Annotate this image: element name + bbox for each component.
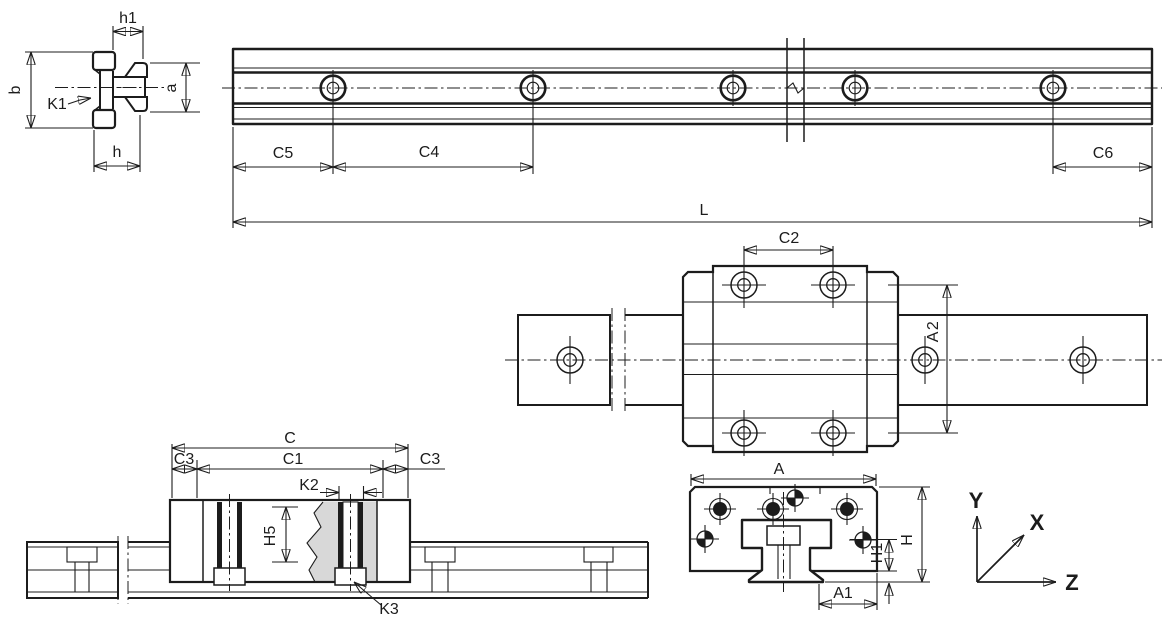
carriage-body-side <box>168 498 412 584</box>
dim-label-a1: A1 <box>833 585 853 602</box>
dim-label-c6: C6 <box>1093 145 1114 162</box>
coordinate-axes: Y X Z <box>969 488 1079 595</box>
rail-foot-bottom <box>91 108 117 130</box>
mount-hole <box>757 493 789 525</box>
carriage-side-view: C C1 C3 C3 K2 H5 K3 <box>26 430 649 618</box>
target-hole <box>691 525 719 553</box>
dim-label-k3: K3 <box>379 601 399 618</box>
dim-label-c3-left: C3 <box>174 451 195 468</box>
axis-label-z: Z <box>1065 570 1078 595</box>
carriage-body <box>681 264 900 454</box>
rail-profile-cutout <box>740 518 833 584</box>
dim-label-c: C <box>284 430 296 447</box>
axis-label-x: X <box>1030 510 1045 535</box>
rail-right-segment <box>897 314 1148 406</box>
rail-cross-section-view: h1 b a h K1 <box>7 10 200 172</box>
dim-label-h1: h1 <box>119 10 137 27</box>
dim-label-a: a <box>163 83 180 92</box>
dim-label-k2: K2 <box>299 477 319 494</box>
dim-label-a2: A2 <box>925 320 942 343</box>
dim-label-l: L <box>700 202 709 219</box>
dim-label-h1-height: H1 <box>869 543 886 564</box>
carriage-end-view: A H H1 A1 <box>688 461 930 610</box>
axis-label-y: Y <box>969 488 984 513</box>
dim-label-a-width: A <box>774 461 785 478</box>
dim-label-b: b <box>7 85 24 94</box>
x-axis <box>976 535 1024 583</box>
rail-ear-bottom <box>123 96 148 112</box>
mount-hole <box>831 493 863 525</box>
target-hole <box>781 484 809 512</box>
dim-label-h-height: H <box>899 534 916 546</box>
rail-side-view: C5 C4 C6 L <box>222 38 1162 228</box>
dim-label-c4: C4 <box>419 144 440 161</box>
dim-label-c2: C2 <box>779 230 800 247</box>
carriage-end-outline <box>688 485 879 573</box>
rail-foot-top <box>91 50 117 72</box>
dim-label-c3-right: C3 <box>420 451 441 468</box>
carriage-top-view: C2 A2 <box>505 230 1162 456</box>
dim-label-k1: K1 <box>47 96 67 113</box>
dim-label-c5: C5 <box>273 145 294 162</box>
rail-ear-top <box>123 62 148 78</box>
rail-body <box>231 47 1154 126</box>
mount-hole <box>704 493 736 525</box>
dim-label-h: h <box>113 144 122 161</box>
dim-label-c1: C1 <box>283 451 304 468</box>
rail-left-segment <box>517 314 611 406</box>
dim-label-h5: H5 <box>262 526 279 547</box>
